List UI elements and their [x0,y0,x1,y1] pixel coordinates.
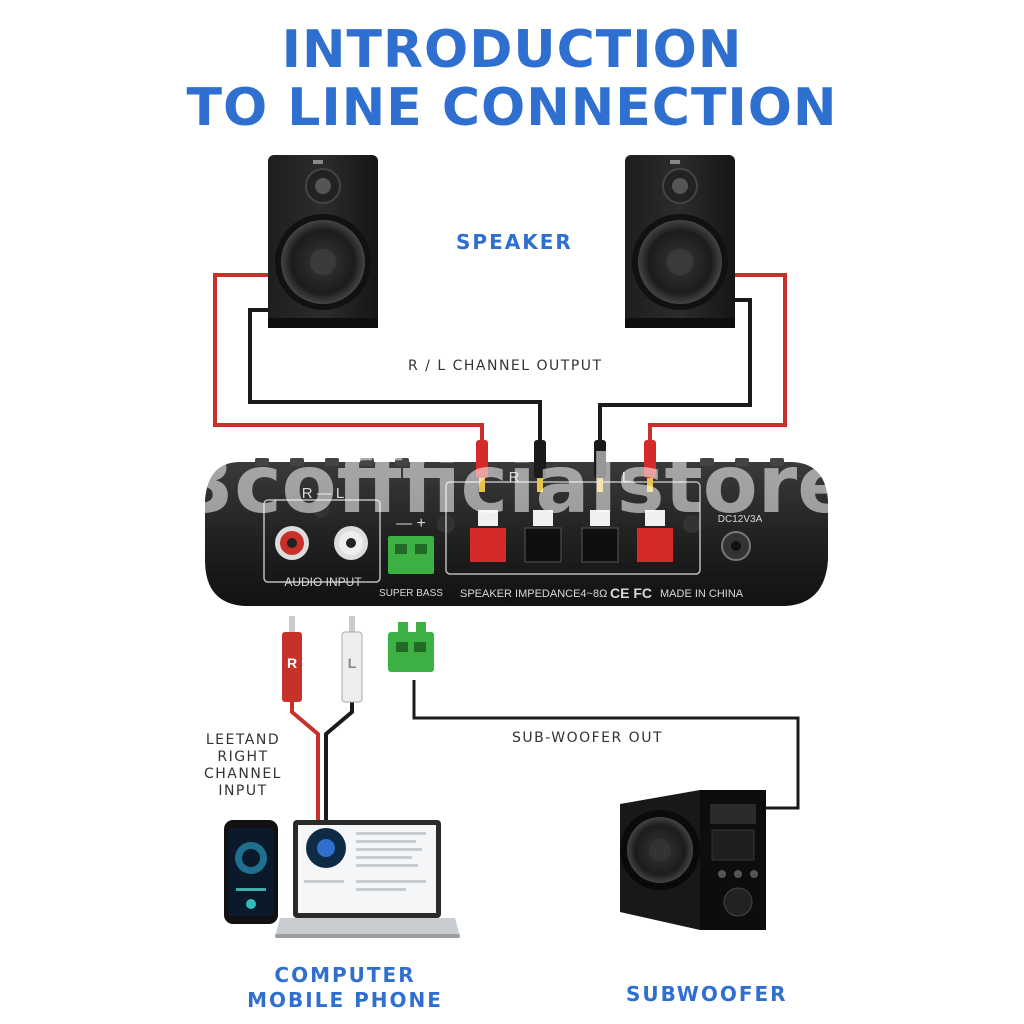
super-bass-label: SUPER BASS [379,588,443,599]
mobile-phone [224,820,278,924]
speaker-label: SPEAKER [456,230,573,254]
dc-label: DC12V3A [718,514,763,525]
mobile-phone-label: MOBILE PHONE [247,988,443,1012]
laptop [275,820,460,938]
terminal-l-label: L [622,469,630,486]
left-speaker [268,155,378,328]
rca-cable: R L [282,616,363,822]
computer-label: COMPUTER [274,963,416,987]
subwoofer-cable [388,622,800,810]
subwoofer-label: SUBWOOFER [626,982,788,1006]
subwoofer-out-label: SUB-WOOFER OUT [512,730,663,746]
banana-plugs [476,440,656,492]
polarity-label: — + [396,515,426,532]
rca-l-label: L [348,655,357,671]
title-line-1: INTRODUCTION [281,20,743,80]
made-in-label: MADE IN CHINA [660,588,744,600]
rl-marker: R — L [302,485,345,502]
impedance-label: SPEAKER IMPEDANCE4~8Ω [460,588,607,600]
input-label-line-3: CHANNEL INPUT [204,766,282,799]
watermark: 3coffficialstore [179,438,852,531]
input-label: LEETAND RIGHT CHANNEL INPUT [180,732,306,800]
amplifier: R — L AUDIO INPUT — + SUPER BASS R L SPE… [205,458,828,606]
terminal-r-label: R [509,469,520,486]
subwoofer-unit [620,790,766,930]
input-label-line-1: LEETAND [205,732,281,748]
right-speaker [625,155,735,328]
rca-r-label: R [287,655,297,671]
input-label-line-2: RIGHT [217,749,269,765]
channel-output-label: R / L CHANNEL OUTPUT [408,358,603,374]
title-line-2: TO LINE CONNECTION [186,78,838,138]
audio-input-label: AUDIO INPUT [284,575,362,589]
cert-marks: CE FC [610,585,652,601]
